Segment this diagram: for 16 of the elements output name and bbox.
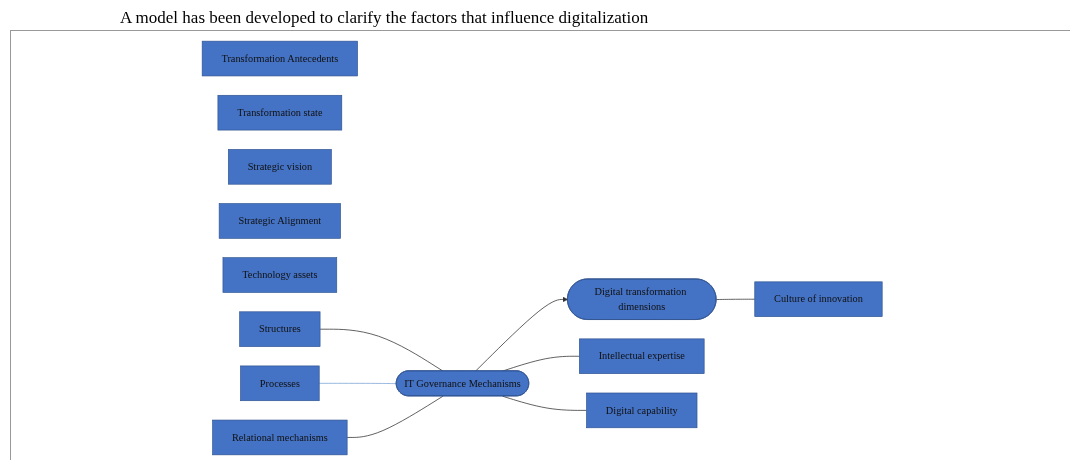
node-box: Strategic Alignment [218, 203, 341, 239]
node-box: Relational mechanisms [212, 419, 348, 456]
node-box: Structures [239, 311, 321, 347]
node-box: Processes [240, 365, 320, 402]
node-box: Intellectual expertise [578, 338, 705, 374]
connector [318, 382, 397, 385]
node-box: Digital capability [586, 392, 698, 429]
node-box: Transformation state [217, 94, 342, 131]
connector [502, 395, 587, 411]
node-box: Culture of innovation [754, 281, 883, 317]
connector [346, 395, 444, 438]
node-box: Transformation Antecedents [201, 40, 358, 77]
connector [715, 298, 755, 300]
node-box: Strategic vision [227, 149, 332, 185]
node-box: Technology assets [222, 257, 337, 293]
title: A model has been developed to clarify the factors that influence digitalization [120, 8, 649, 28]
